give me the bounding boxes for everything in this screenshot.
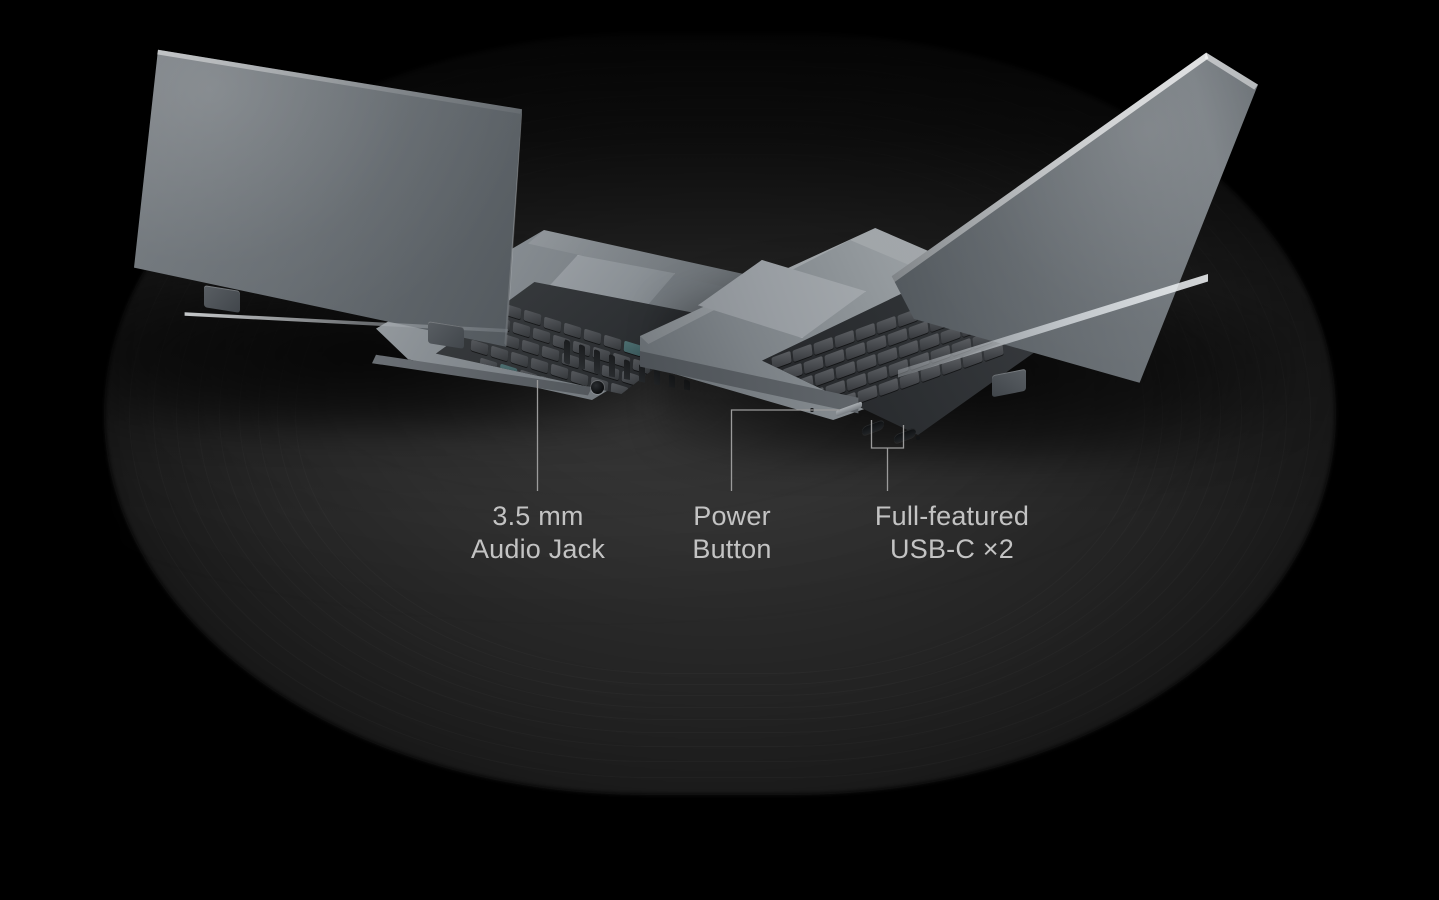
callout-label-usb-c: Full-featured USB-C ×2 [874,501,1030,564]
callout-label-power-button: Power Button [692,501,772,564]
callout-label-audio-jack: 3.5 mm Audio Jack [470,501,606,564]
